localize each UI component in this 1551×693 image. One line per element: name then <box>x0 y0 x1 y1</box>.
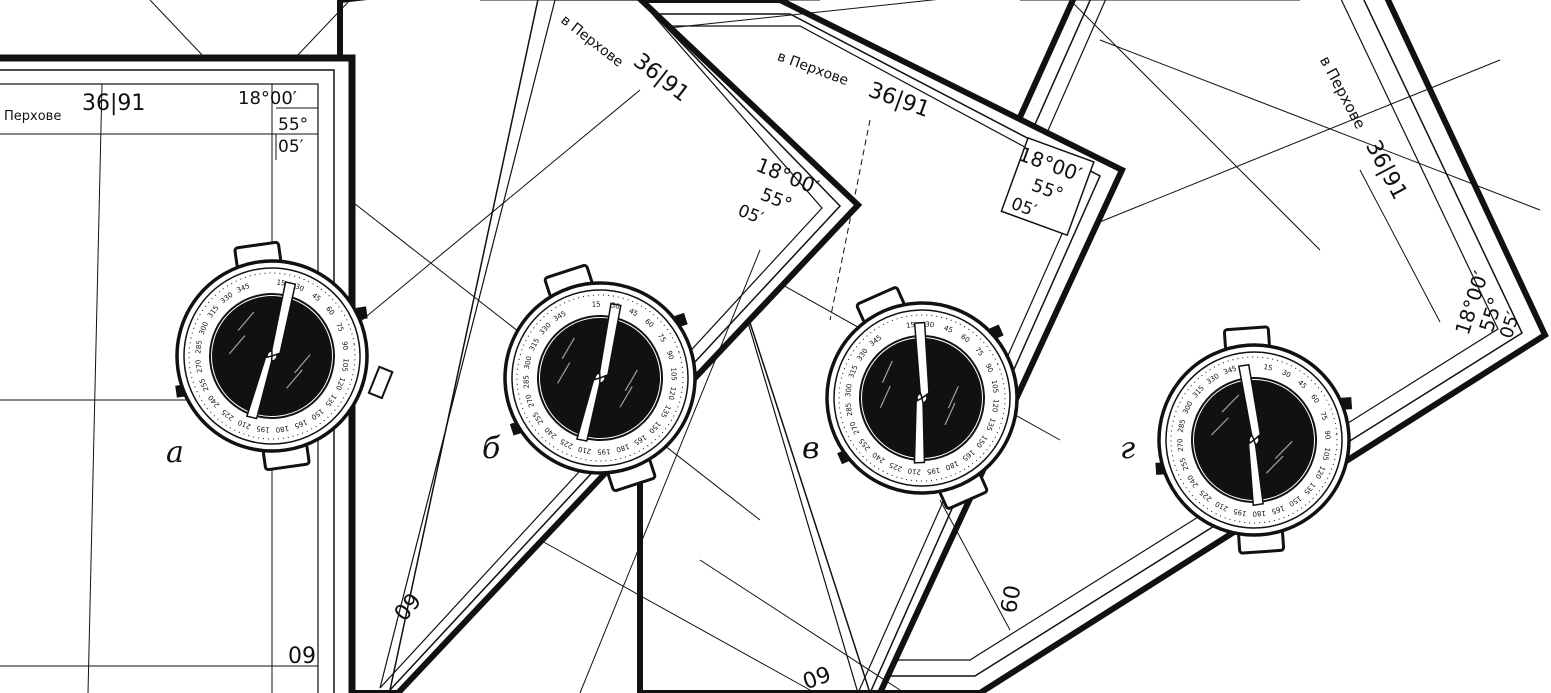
dial-number: 45 <box>943 324 954 335</box>
dial-number: 15 <box>906 321 916 330</box>
dial-number: 60 <box>959 333 971 345</box>
dial-number: 210 <box>577 445 592 456</box>
sheet-a-grid-x-label: 36|91 <box>82 91 145 116</box>
caption-a: а <box>166 435 184 470</box>
dial-number: 120 <box>667 386 678 401</box>
dial-number: 60 <box>643 317 655 329</box>
dial-number: 300 <box>523 355 534 370</box>
dial-number: 90 <box>1323 430 1332 439</box>
dial-number: 105 <box>669 367 678 381</box>
dial-number: 195 <box>926 466 940 476</box>
dial-number: 255 <box>1179 456 1191 471</box>
dial-number: 345 <box>1222 365 1237 377</box>
dial-number: 105 <box>990 379 1000 393</box>
dial-number: 285 <box>522 375 531 389</box>
dial-number: 30 <box>925 320 935 329</box>
caption-g: г <box>1120 431 1135 466</box>
dial-number: 90 <box>340 341 349 351</box>
dial-number: 180 <box>615 442 630 454</box>
dial-number: 15 <box>1263 363 1273 373</box>
dial-number: 195 <box>256 424 270 434</box>
dial-number: 75 <box>973 346 985 358</box>
sheet-a-settlement: Перхове <box>4 109 61 124</box>
sheet-a-lat-label: 55° <box>278 115 308 135</box>
dial-number: 180 <box>275 424 289 434</box>
dial-number: 120 <box>990 399 999 413</box>
dial-number: 30 <box>610 301 620 311</box>
dial-number: 75 <box>1318 411 1328 422</box>
dial-number: 45 <box>310 291 322 303</box>
sheet-a-lon-label: 18°00′ <box>238 88 297 109</box>
dial-number: 195 <box>597 447 611 456</box>
dial-number: 90 <box>984 362 995 373</box>
dial-number: 30 <box>1280 368 1292 379</box>
caption-v: в <box>802 431 819 466</box>
sheet-v-grid-y-label: 09 <box>994 583 1023 615</box>
dial-number: 75 <box>656 332 668 344</box>
dial-number: 285 <box>194 340 204 354</box>
dial-number: 270 <box>1176 438 1185 452</box>
dial-number: 90 <box>665 350 675 361</box>
sheet-a-grid-y-label: 09 <box>288 644 316 669</box>
dial-number: 285 <box>1177 419 1187 434</box>
dial-number: 105 <box>340 358 350 372</box>
dial-number: 60 <box>1309 393 1321 405</box>
dial-number: 30 <box>294 282 305 293</box>
dial-number: 45 <box>1296 379 1308 391</box>
dial-number: 15 <box>276 279 286 288</box>
dial-number: 15 <box>592 300 601 308</box>
dial-number: 270 <box>194 359 204 373</box>
dial-number: 300 <box>844 383 853 397</box>
dial-number: 75 <box>334 322 345 333</box>
dial-number: 105 <box>1321 447 1331 462</box>
dial-number: 195 <box>1233 507 1248 517</box>
dial-number: 210 <box>907 466 921 475</box>
sheet-a-lat-min-label: 05′ <box>278 137 304 157</box>
dial-number: 270 <box>524 393 536 408</box>
dial-number: 180 <box>1252 509 1266 518</box>
dial-number: 45 <box>628 307 640 318</box>
compass-g: 1530456075901051201351501651801952102252… <box>1144 319 1364 561</box>
dial-number: 165 <box>1270 504 1285 516</box>
dial-number: 60 <box>324 305 336 317</box>
caption-b: б <box>482 431 501 466</box>
dial-number: 285 <box>844 402 854 416</box>
